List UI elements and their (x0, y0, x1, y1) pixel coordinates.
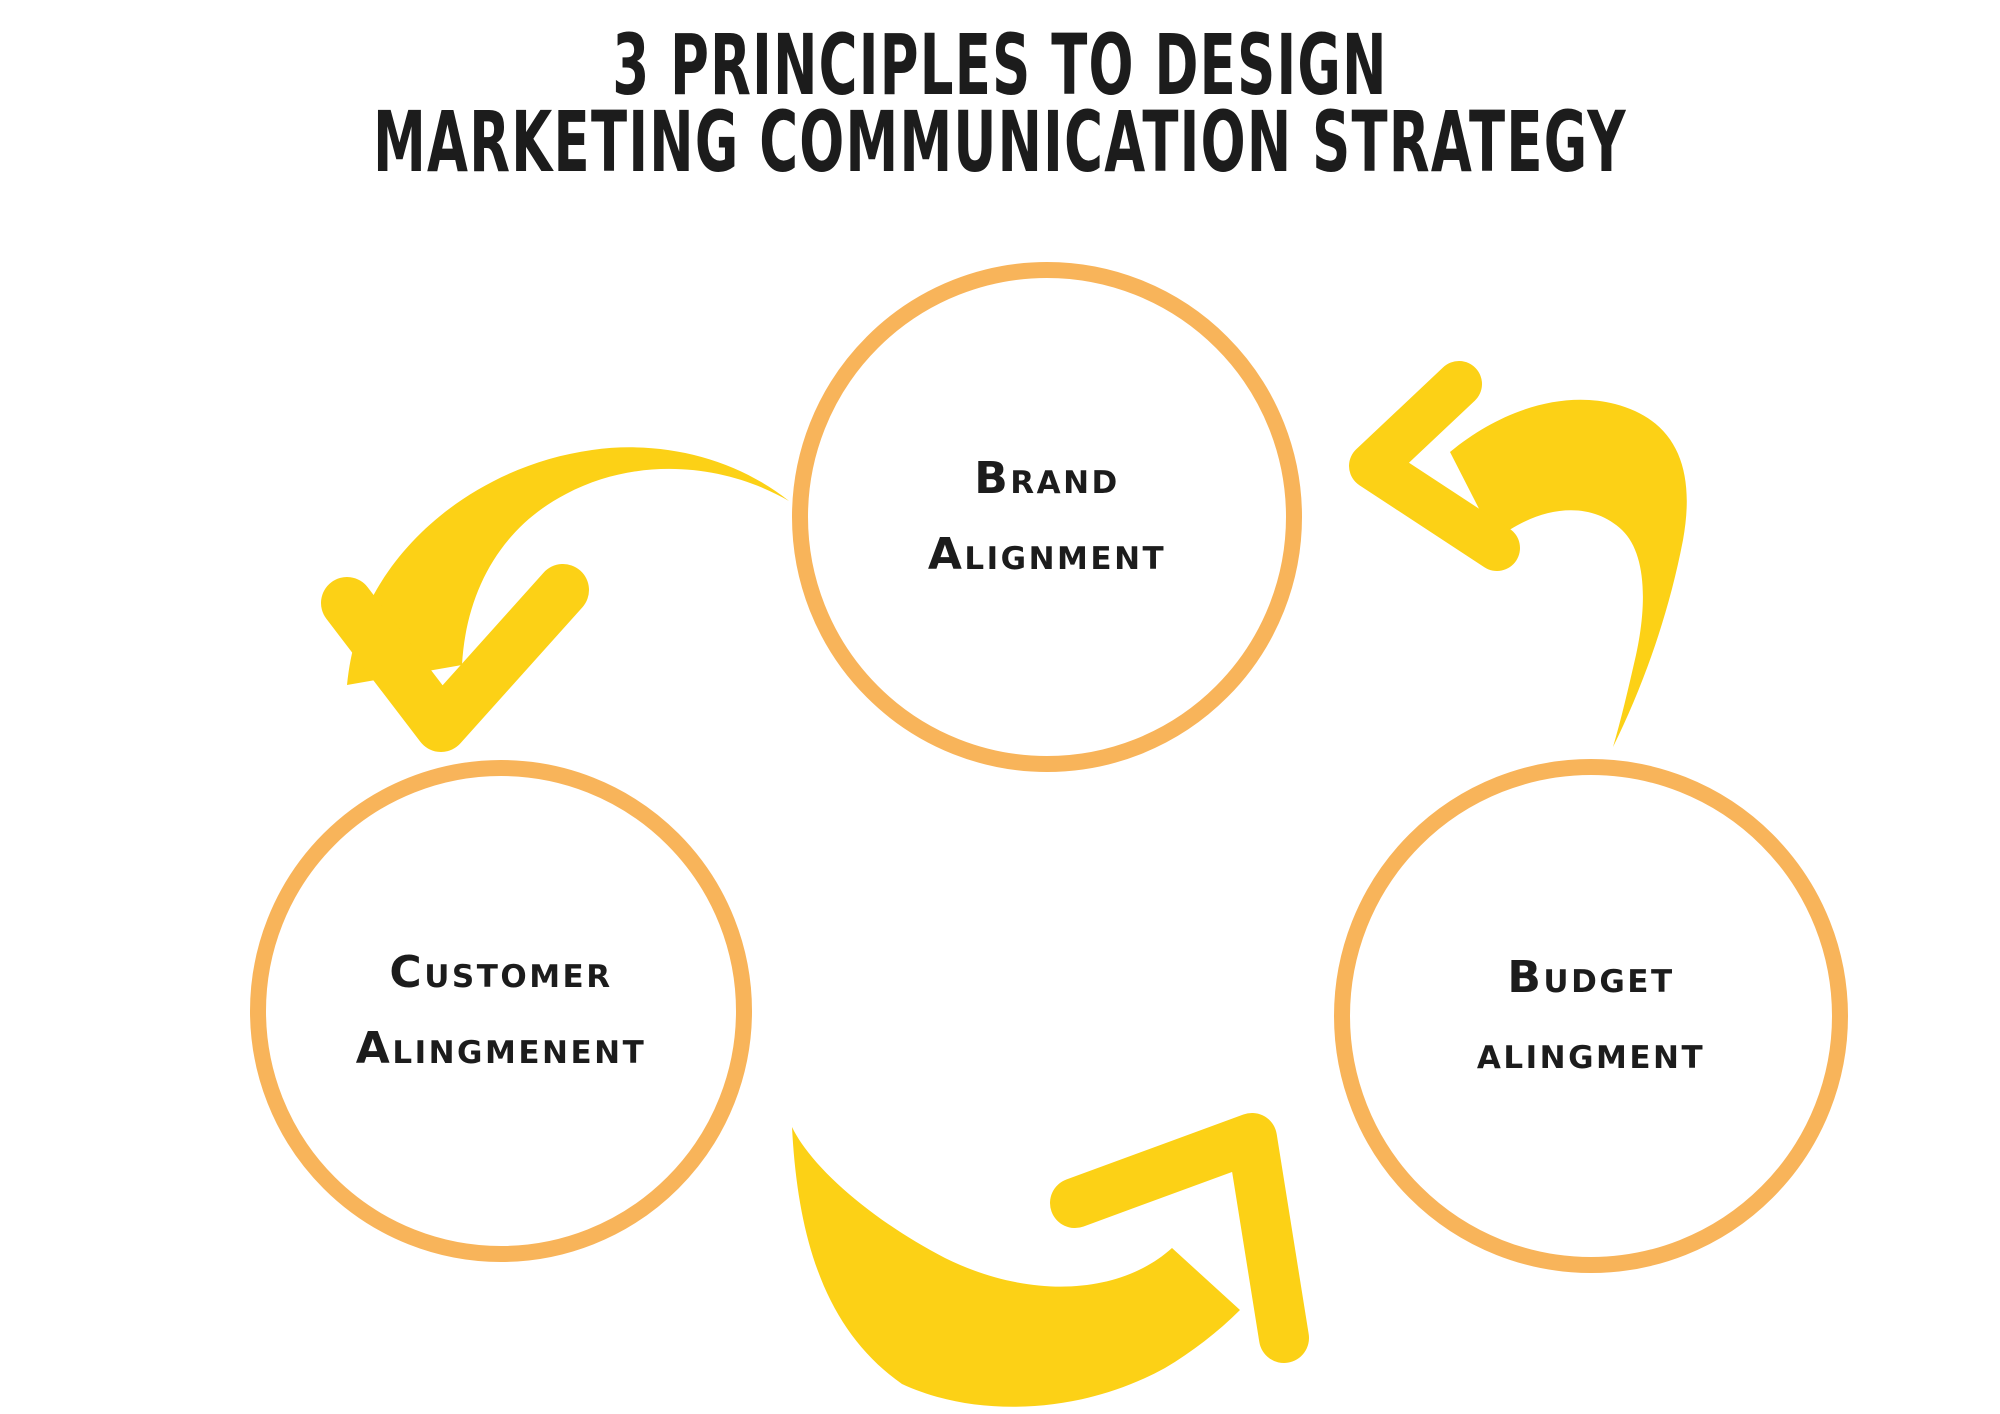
node-label: Budget (1507, 952, 1675, 1003)
arrow-brand-to-customer-icon (321, 447, 789, 752)
node-budget-alignment: Budget alingment (1334, 759, 1848, 1273)
arrow-customer-to-budget-icon (792, 1113, 1309, 1407)
arrow-head (1349, 361, 1520, 571)
page-title-line-1: 3 principles to design (612, 16, 1388, 114)
node-brand-alignment: Brand Alignment (792, 262, 1302, 772)
arrow-head (1050, 1113, 1309, 1363)
node-customer-alignment: Customer Alingmenent (250, 760, 752, 1262)
node-label: alingment (1476, 1028, 1706, 1079)
node-label: Alignment (927, 529, 1167, 580)
arrow-budget-to-brand-icon (1349, 361, 1687, 747)
node-label: Customer (389, 947, 613, 998)
page-title-line-2: marketing communication strategy (373, 93, 1627, 191)
node-label: Alingmenent (355, 1023, 647, 1074)
arrow-band (347, 447, 789, 685)
arrow-head (321, 564, 589, 752)
node-label: Brand (974, 453, 1120, 504)
arrow-band (1450, 399, 1687, 747)
arrow-band (792, 1127, 1240, 1407)
